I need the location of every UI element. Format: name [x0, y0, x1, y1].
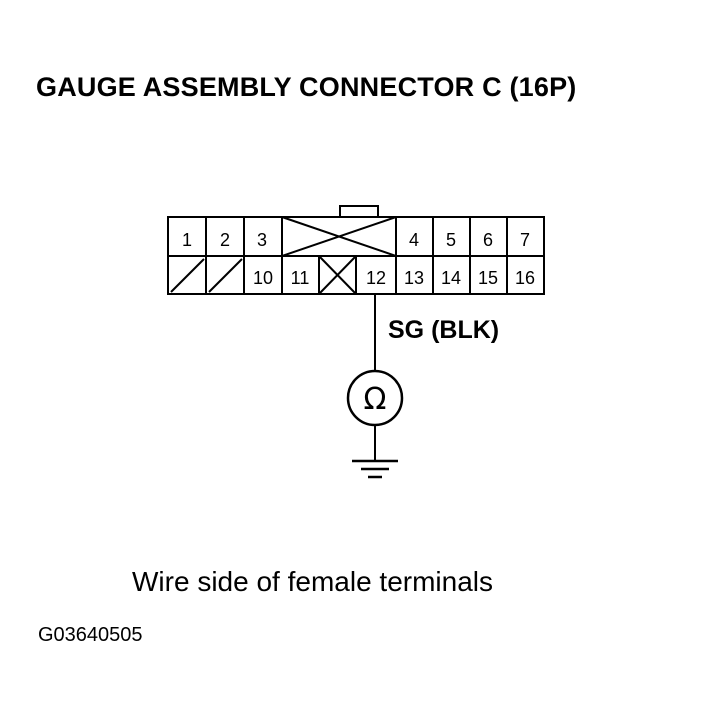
- pin-1-label: 1: [182, 230, 192, 250]
- pin-10-label: 10: [253, 268, 273, 288]
- pin-11-label: 11: [291, 268, 310, 288]
- unused-cavity-9-slash: [208, 258, 243, 293]
- unused-cavity-8-slash: [170, 258, 205, 293]
- pin-14-label: 14: [441, 268, 461, 288]
- pin-3-label: 3: [257, 230, 267, 250]
- diagram-caption: Wire side of female terminals: [132, 566, 494, 597]
- pin-2-label: 2: [220, 230, 230, 250]
- wire-label: SG (BLK): [388, 316, 499, 344]
- diagram-title: GAUGE ASSEMBLY CONNECTOR C (16P): [36, 72, 577, 102]
- pin-4-label: 4: [409, 230, 419, 250]
- ohm-icon: Ω: [364, 382, 387, 417]
- pin-15-label: 15: [478, 268, 498, 288]
- figure-code: G03640505: [38, 624, 143, 646]
- pin-13-label: 13: [404, 268, 424, 288]
- pin-6-label: 6: [483, 230, 493, 250]
- connector-latch: [339, 205, 379, 218]
- unused-cavity-bottom-cross: [318, 255, 357, 295]
- ground-icon: [352, 459, 398, 479]
- pin-12-label: 12: [366, 268, 386, 288]
- unused-cavity-top-cross: [281, 216, 397, 257]
- pin-7-label: 7: [520, 230, 530, 250]
- pin-5-label: 5: [446, 230, 456, 250]
- pin-16-label: 16: [515, 268, 535, 288]
